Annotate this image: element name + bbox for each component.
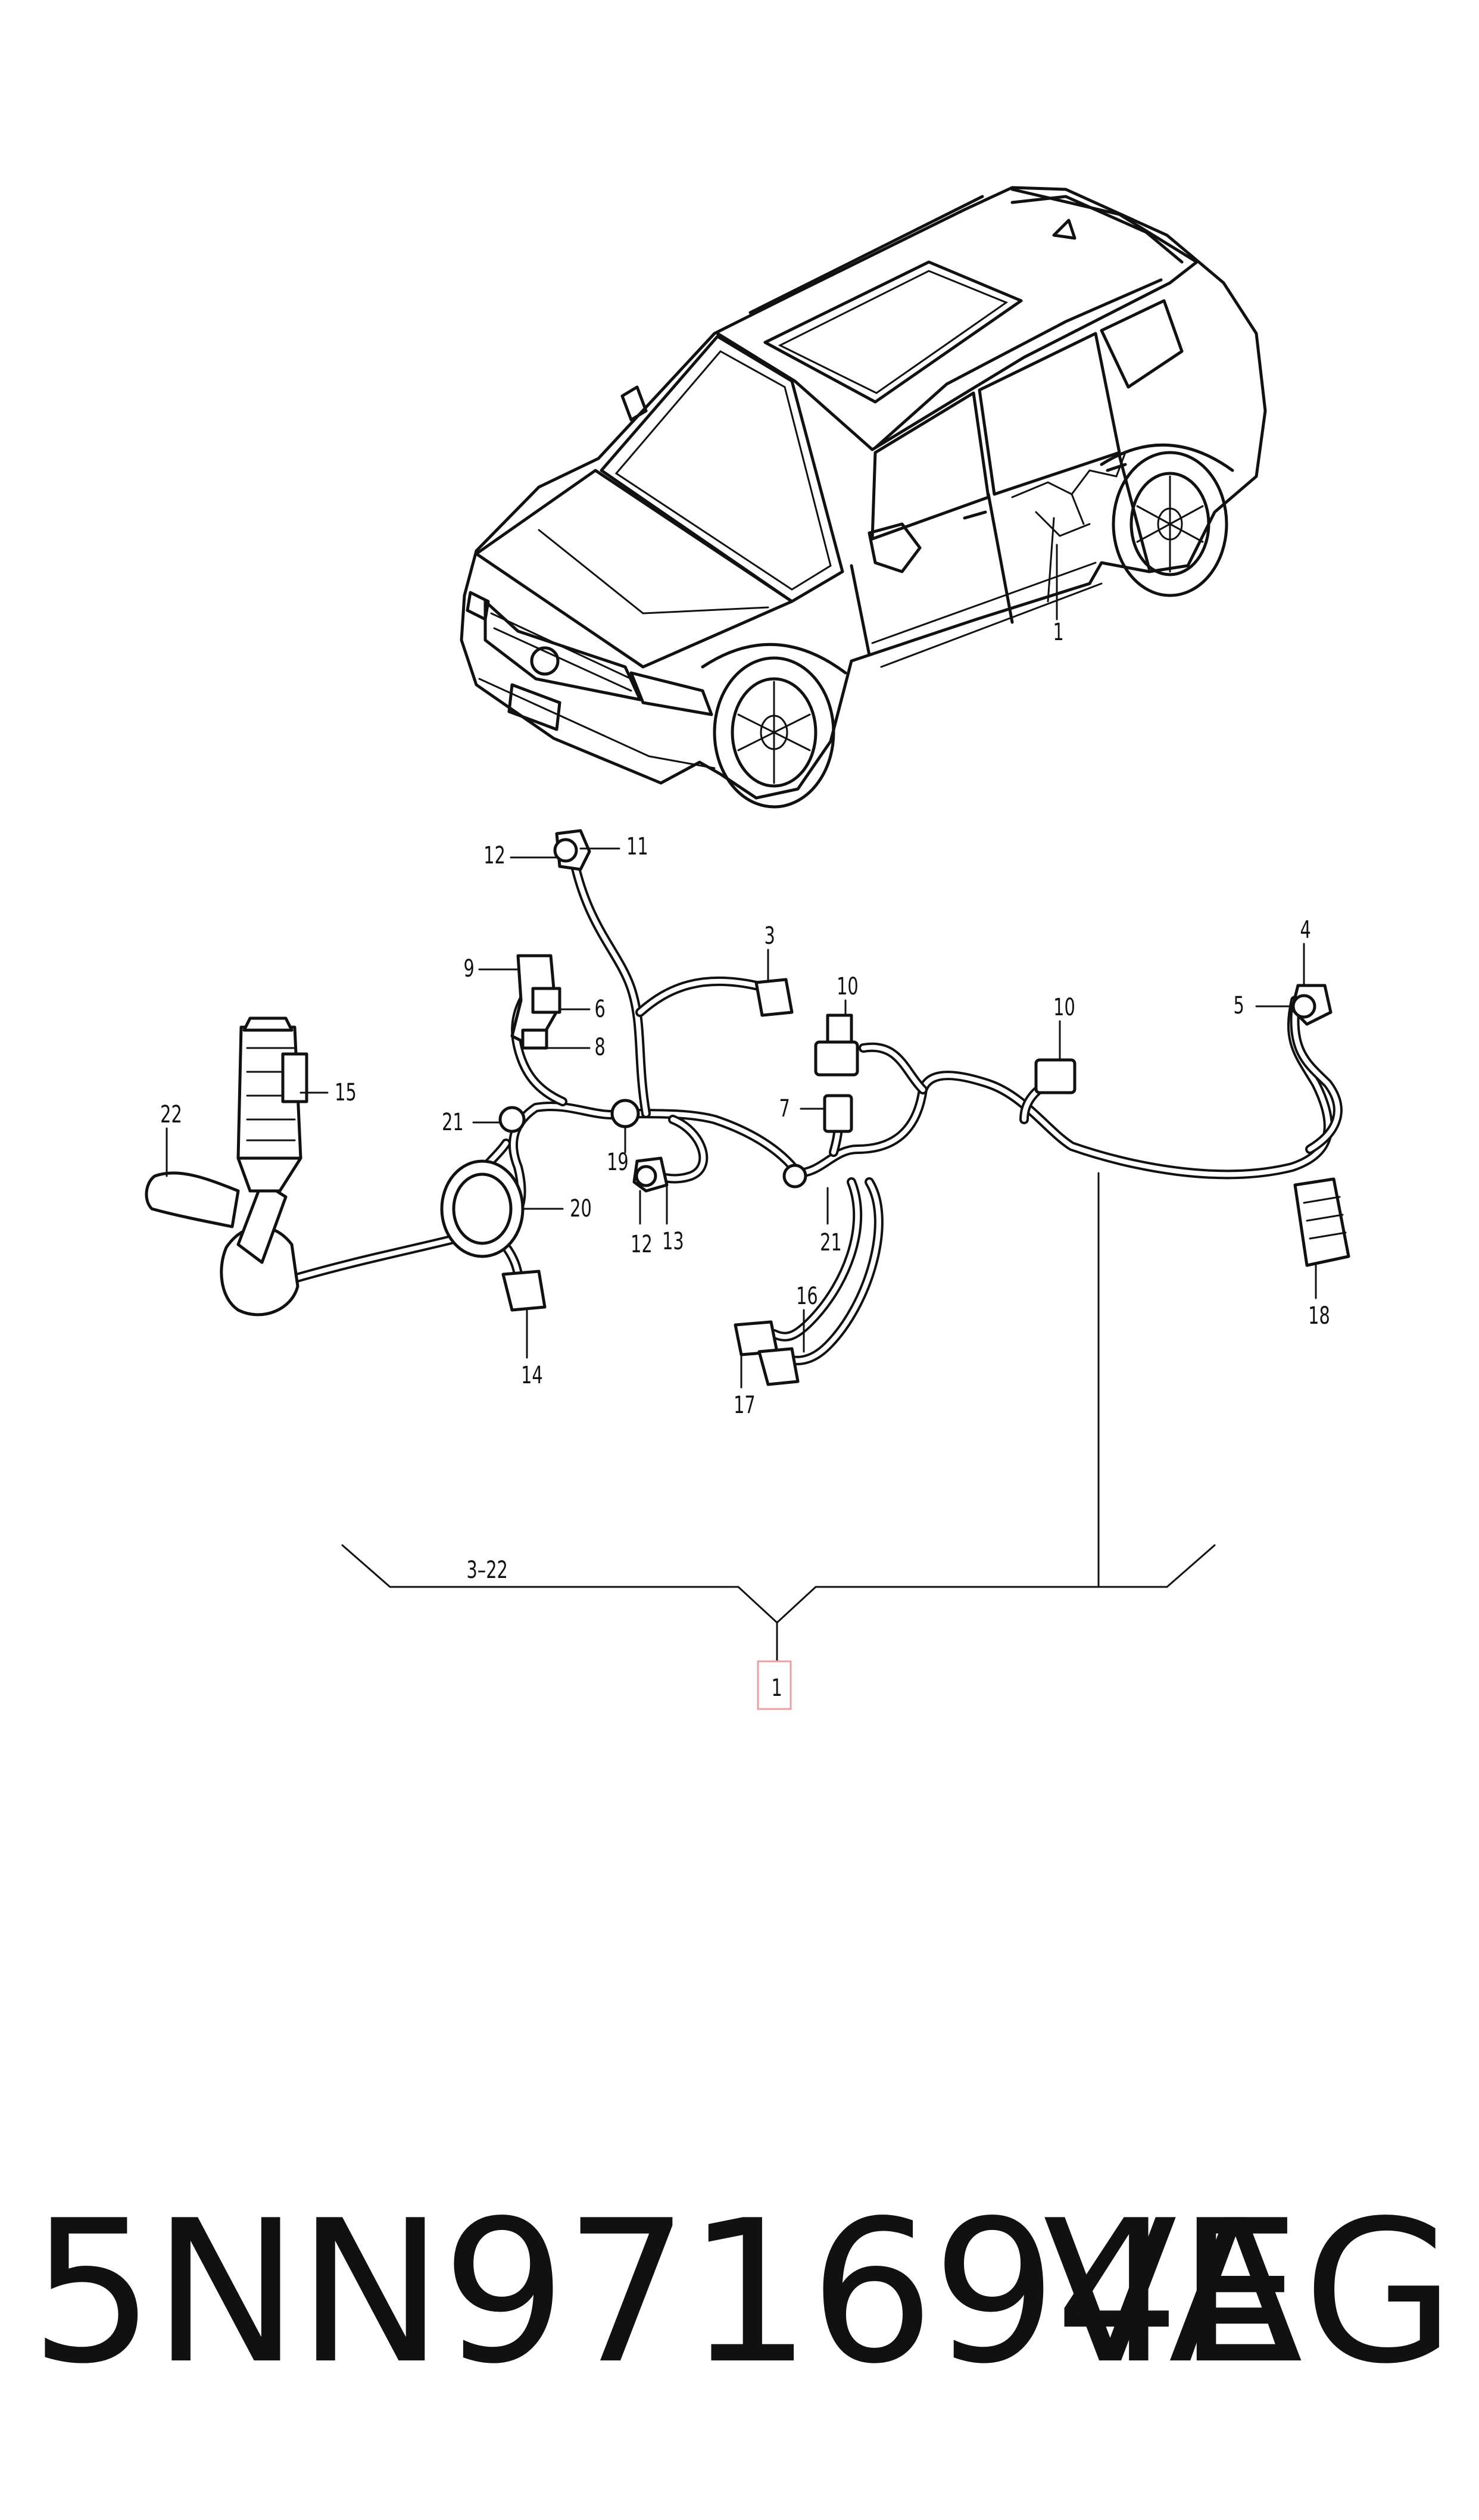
callout-1-car: 1 — [1053, 619, 1064, 646]
callout-labels: 1 12 11 3 10 10 4 5 9 6 8 15 22 21 7 19 … — [160, 619, 1330, 1702]
callout-17: 17 — [734, 1392, 756, 1419]
callout-3: 3 — [765, 922, 775, 950]
callout-12-top: 12 — [483, 842, 506, 869]
callout-box — [757, 1660, 792, 1710]
callout-19: 19 — [607, 1149, 629, 1176]
part-number: 5NN971694E — [30, 2178, 1302, 2407]
callout-21-left: 21 — [442, 1109, 464, 1136]
callout-8: 8 — [595, 1034, 606, 1061]
wiring-harness — [145, 829, 1350, 1386]
callout-5: 5 — [1234, 992, 1244, 1019]
callout-16: 16 — [796, 1283, 818, 1310]
callout-21-right: 21 — [820, 1229, 842, 1256]
range-label: 3–22 — [466, 1557, 507, 1584]
callout-6: 6 — [595, 996, 606, 1023]
callout-10-right: 10 — [1053, 994, 1075, 1021]
leader-lines — [166, 847, 1317, 1663]
footer: 5NN971694E VAG — [30, 2167, 1459, 2418]
callout-20: 20 — [570, 1195, 592, 1222]
callout-4: 4 — [1300, 916, 1311, 944]
callout-11: 11 — [626, 833, 648, 860]
callout-7: 7 — [779, 1095, 790, 1122]
callout-12-mid: 12 — [631, 1231, 653, 1258]
brand-name: VAG — [1043, 2178, 1459, 2407]
callout-15: 15 — [335, 1079, 357, 1106]
callout-13: 13 — [662, 1228, 684, 1255]
vehicle-illustration — [460, 186, 1267, 809]
callout-1-boxed: 1 — [772, 1674, 782, 1702]
callout-14: 14 — [521, 1362, 543, 1389]
callout-18: 18 — [1308, 1302, 1330, 1330]
callout-22: 22 — [160, 1101, 182, 1128]
callout-9: 9 — [464, 955, 475, 983]
callout-10-left: 10 — [837, 973, 859, 1000]
